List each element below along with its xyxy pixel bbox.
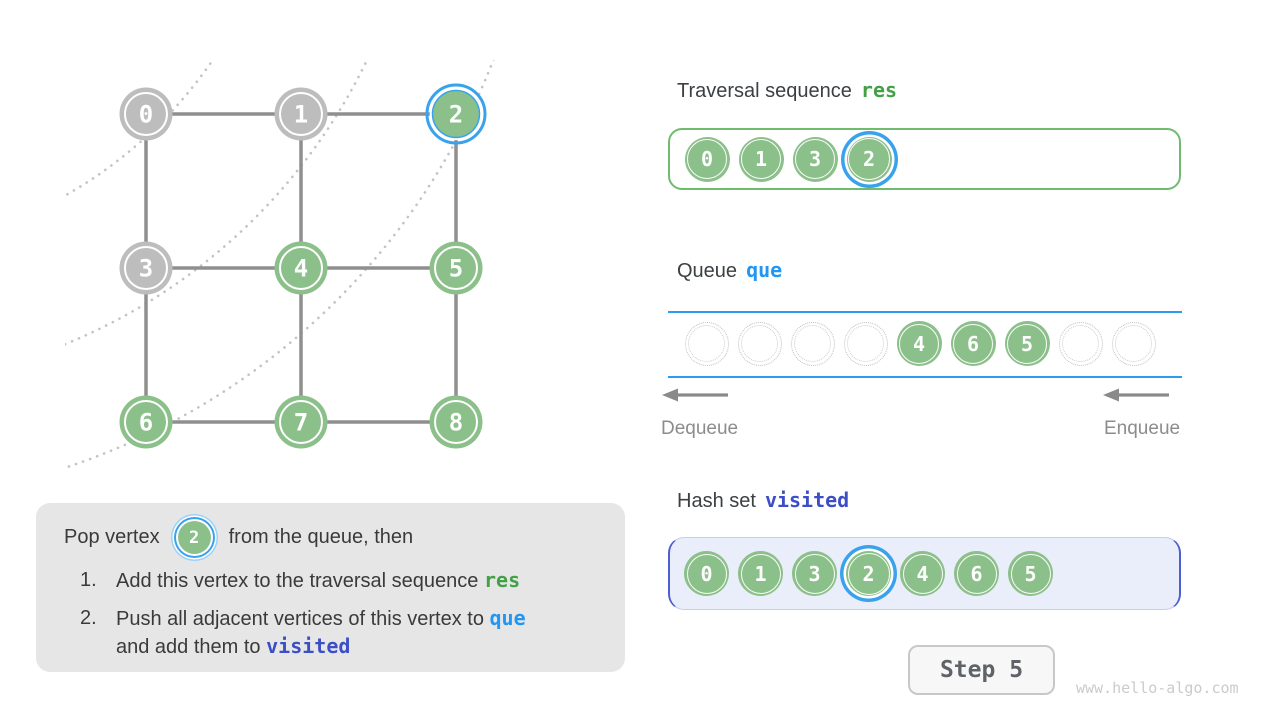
graph-node-label: 1 [294, 101, 308, 129]
queue-slot-empty [1058, 321, 1103, 366]
intro-suffix: from the queue, then [228, 526, 414, 548]
queue-top-line [668, 311, 1182, 313]
set-item-0: 0 [684, 551, 729, 596]
enqueue-label: Enqueue [1104, 418, 1181, 439]
graph-node-label: 3 [139, 255, 153, 283]
enqueue-arrow-icon [1103, 388, 1169, 402]
graph-node-2 [431, 89, 481, 139]
seq-item-3: 3 [792, 136, 838, 182]
visited-keyword: visited [266, 634, 351, 658]
res-title-text: Traversal sequence [677, 80, 852, 102]
graph-node-3-inner-ring [124, 246, 168, 290]
dequeue-label: Dequeue [661, 418, 739, 439]
graph-node-3 [119, 241, 173, 295]
step-1-number: 1. [80, 569, 97, 591]
graph-node-0-inner-ring [124, 92, 168, 136]
queue-title-text: Queue [677, 260, 738, 282]
step-counter-button[interactable]: Step 5 [908, 645, 1055, 695]
description-steps: 1. Add this vertex to the traversal sequ… [80, 567, 609, 671]
queue-slot-4: 4 [896, 321, 942, 366]
res-var-name: res [860, 78, 898, 102]
res-keyword: res [483, 568, 521, 592]
queue-slot-empty [790, 321, 835, 366]
graph-canvas: 0 1 2 3 4 5 6 7 8 [65, 60, 495, 470]
graph-node-8 [429, 395, 483, 449]
graph-node-6-inner-ring [124, 400, 168, 444]
graph-node-label: 2 [449, 101, 463, 129]
graph-node-label: 6 [139, 409, 153, 437]
queue-slot-empty [737, 321, 782, 366]
visited-title-text: Hash set [677, 490, 756, 512]
queue-slot-6: 6 [950, 321, 996, 366]
graph-node-8-inner-ring [434, 400, 478, 444]
step-2-text: Push all adjacent vertices of this verte… [116, 606, 526, 658]
graph-node-label: 8 [449, 409, 463, 437]
queue-slot-empty [1111, 321, 1156, 366]
queue-slot-empty [684, 321, 729, 366]
seq-item-2: 2 [846, 136, 892, 182]
graph-node-label: 4 [294, 255, 308, 283]
current-vertex-badge: 2 [177, 521, 211, 554]
set-item-2: 2 [846, 551, 891, 596]
bfs-level-arc [65, 60, 369, 346]
queue-bottom-line [668, 376, 1182, 378]
graph-node-1-inner-ring [279, 92, 323, 136]
graph-node-7 [274, 395, 328, 449]
graph-node-4 [274, 241, 328, 295]
bfs-level-arc [65, 60, 215, 198]
graph-node-5-inner-ring [434, 246, 478, 290]
que-keyword: que [489, 606, 526, 630]
queue-slot-empty [843, 321, 888, 366]
visited-var-name: visited [764, 488, 850, 512]
graph-node-label: 7 [294, 409, 308, 437]
graph-node-2-highlight-ring [425, 83, 487, 145]
queue-panel-title: Queue que [677, 258, 782, 283]
graph-node-0 [119, 87, 173, 141]
set-item-3: 3 [792, 551, 837, 596]
graph-node-7-inner-ring [279, 400, 323, 444]
graph-node-5 [429, 241, 483, 295]
set-item-4: 4 [900, 551, 945, 596]
set-item-1: 1 [738, 551, 783, 596]
res-panel-title: Traversal sequence res [677, 78, 897, 103]
visited-panel-title: Hash set visited [677, 488, 849, 513]
graph-node-label: 0 [139, 101, 153, 129]
queue-slot-5: 5 [1004, 321, 1050, 366]
graph-node-4-inner-ring [279, 246, 323, 290]
seq-item-0: 0 [684, 136, 730, 182]
step-2-number: 2. [80, 607, 97, 629]
step-description-box: Pop vertex 2 from the queue, then 1. Add… [36, 503, 625, 672]
graph-node-6 [119, 395, 173, 449]
seq-item-1: 1 [738, 136, 784, 182]
set-item-5: 5 [1008, 551, 1053, 596]
queue-var-name: que [746, 258, 783, 282]
description-step-1: 1. Add this vertex to the traversal sequ… [80, 567, 609, 595]
description-step-2: 2. Push all adjacent vertices of this ve… [80, 605, 609, 661]
dequeue-arrow-icon [662, 388, 728, 402]
step-1-text: Add this vertex to the traversal sequenc… [116, 568, 521, 592]
intro-prefix: Pop vertex [64, 526, 160, 548]
description-intro: Pop vertex 2 from the queue, then [64, 521, 413, 554]
graph-node-label: 5 [449, 255, 463, 283]
graph-node-1 [274, 87, 328, 141]
set-item-6: 6 [954, 551, 999, 596]
site-watermark: www.hello-algo.com [1076, 679, 1239, 697]
